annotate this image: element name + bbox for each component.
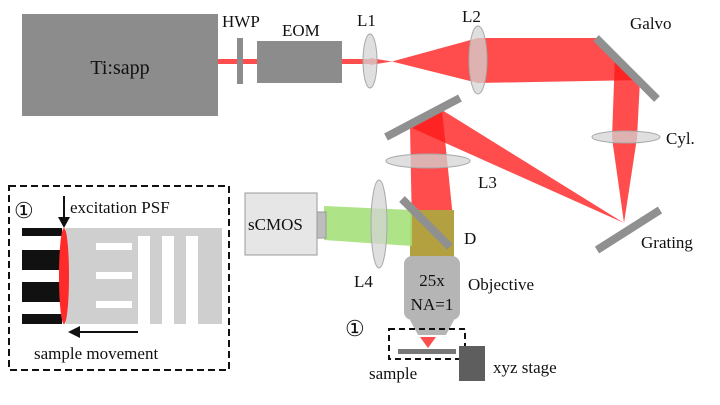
l1-label: L1 [357,11,376,30]
inset-black-1 [22,228,62,236]
inset-cut-1 [96,243,132,250]
psf-arrow-head [58,217,70,228]
sample-movement-label: sample movement [34,344,158,363]
inset-black-2 [22,250,62,270]
l2-label: L2 [462,7,481,26]
l3-lens [385,153,471,169]
stage-label: xyz stage [493,358,557,377]
xyz-stage [459,346,485,381]
inset-cut-3 [96,301,132,308]
sample-region-box [388,328,466,360]
d-label: D [464,229,476,248]
beam-mirror-to-dichroic [410,110,454,228]
grating-mirror [594,206,663,254]
objective-tip [410,320,454,335]
objective-body [404,256,460,320]
l1-lens [362,33,378,89]
sample-label: sample [369,364,417,383]
galvo-mirror [593,35,660,102]
l2-lens [468,25,488,95]
beam-to-galvo [478,38,640,83]
objective-magnification: 25x [419,271,445,290]
movement-arrow-head [68,326,80,338]
eom-box [257,41,342,83]
inset-marker: ① [14,198,34,223]
fluorescence-beam [324,206,412,246]
cylindrical-lens [591,130,661,144]
eom-label: EOM [282,21,320,40]
sample-slide [398,349,456,354]
grating-label: Grating [641,233,693,252]
cyl-label: Cyl. [666,129,695,148]
objective-focus [420,337,436,348]
beam-grating-to-mirror [412,110,624,223]
hwp-plate [237,38,243,84]
laser-box [22,14,218,116]
inset-black-4 [22,314,62,324]
fold-mirror [384,94,462,141]
inset-black-3 [22,282,62,302]
laser-label: Ti:sapp [90,57,149,79]
l3-label: L3 [478,173,497,192]
objective-na: NA=1 [411,295,454,314]
l4-lens [370,179,388,269]
camera-port [316,211,327,239]
camera-label: sCMOS [248,215,303,234]
excitation-psf-sheet [59,228,69,324]
sample-marker: ① [345,316,365,341]
galvo-label: Galvo [630,14,672,33]
excitation-psf-label: excitation PSF [70,198,170,217]
inset-gap-1 [138,236,150,324]
inset-frame [8,185,230,371]
inset-gap-3 [186,236,198,324]
objective-label: Objective [468,275,534,294]
beam-cyl-to-grating [612,138,637,223]
inset-gap-2 [162,236,174,324]
inset-cut-2 [96,272,132,279]
psf-inset: ① excitation PSF sample movement [8,185,230,371]
hwp-label: HWP [222,12,260,31]
dichroic-mirror [399,196,453,250]
beam-expansion-l2 [392,38,478,83]
l4-label: L4 [354,272,373,291]
